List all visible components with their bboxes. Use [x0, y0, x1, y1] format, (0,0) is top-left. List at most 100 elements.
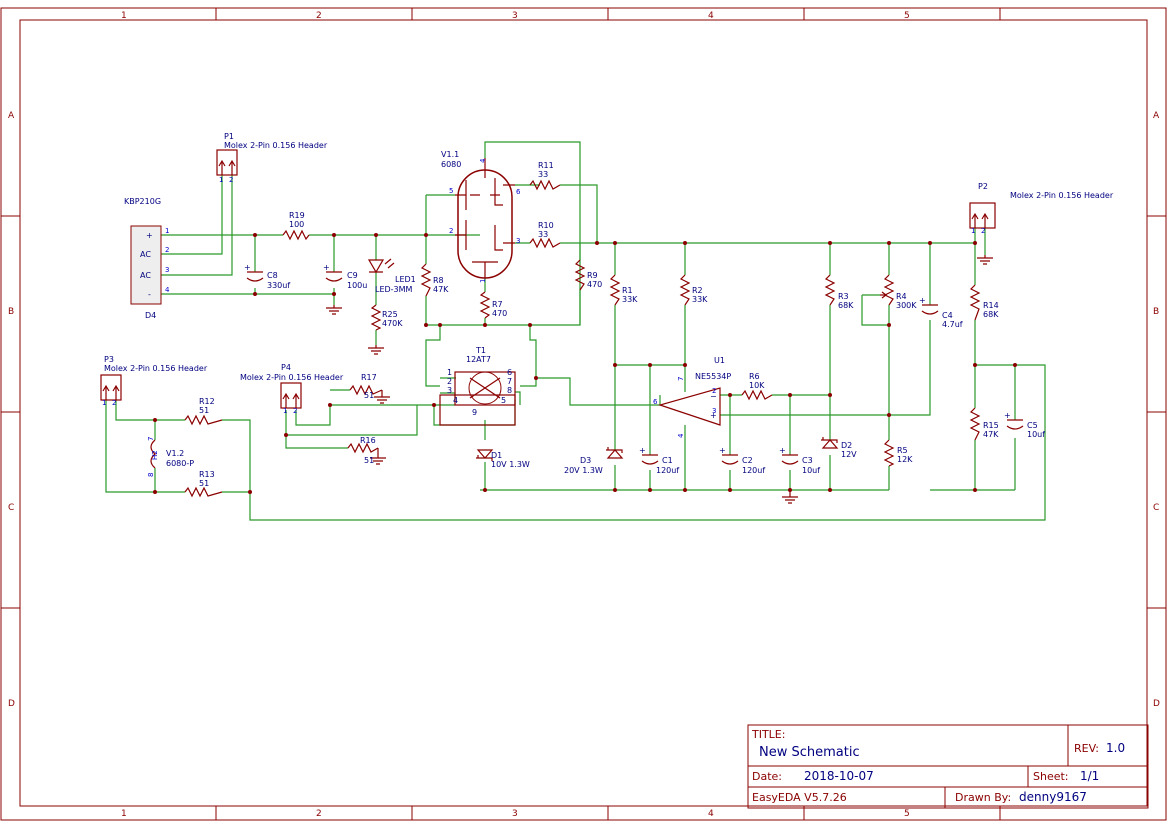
sheet-frame — [0, 7, 1167, 821]
resistor-r17: R17 51 — [349, 373, 383, 400]
date-label: Date: — [752, 770, 782, 783]
svg-text:+: + — [639, 446, 646, 455]
p3-pin-1: 1 — [102, 399, 106, 407]
zener-d1: D1 10V 1.3W — [476, 449, 530, 469]
v12-pin-8: 8 — [147, 473, 155, 477]
resistor-r8: R8 47K — [420, 263, 449, 297]
p2-pin-2: 2 — [981, 227, 985, 235]
zone-row-c: C — [8, 503, 14, 513]
r16-value: 51 — [364, 456, 374, 465]
capacitor-c9: + C9 100u — [323, 263, 367, 290]
led-led1: LED1 LED-3MM — [367, 258, 416, 294]
ground-symbols — [326, 255, 993, 504]
resistor-r14: R14 68K — [969, 284, 999, 321]
svg-text:+: + — [710, 411, 717, 420]
v11-pin-4: 4 — [479, 158, 487, 163]
svg-text:−: − — [710, 392, 717, 401]
capacitor-c2: + C2 120uf — [719, 446, 765, 475]
zener-d3: D3 20V 1.3W — [564, 447, 624, 475]
v12-ref: V1.2 — [166, 449, 184, 458]
svg-text:+: + — [919, 296, 926, 305]
r25-ref: R25 — [382, 310, 398, 319]
r7-value: 470 — [492, 309, 507, 318]
rev-label: REV: — [1074, 742, 1099, 755]
u1-pin-3: 3 — [712, 407, 716, 415]
t1-pin-8: 8 — [507, 386, 512, 395]
t1-pin-7: 7 — [507, 377, 512, 386]
resistor-r7: R7 470 — [479, 291, 507, 319]
resistor-r3: R3 68K — [824, 274, 854, 310]
p4-pin-2: 2 — [293, 407, 297, 415]
resistor-r16: R16 51 — [347, 436, 379, 465]
svg-text:+: + — [719, 446, 726, 455]
capacitor-c1: + C1 120uf — [639, 446, 679, 475]
r7-ref: R7 — [492, 300, 503, 309]
sheet-label: Sheet: — [1033, 770, 1069, 783]
t1-pin-6: 6 — [507, 368, 512, 377]
svg-text:+: + — [323, 263, 330, 272]
r13-value: 51 — [199, 479, 209, 488]
r3-ref: R3 — [838, 292, 849, 301]
r8-value: 47K — [433, 285, 449, 294]
c3-ref: C3 — [802, 456, 813, 465]
p1-pin-2: 2 — [229, 176, 233, 184]
resistor-r5: R5 12K — [883, 439, 913, 467]
d4-pin-minus: - — [148, 290, 151, 299]
c4-ref: C4 — [942, 311, 953, 320]
capacitor-c8: + C8 330uf — [244, 263, 290, 290]
r1-value: 33K — [622, 295, 638, 304]
r15-value: 47K — [983, 430, 999, 439]
r11-value: 33 — [538, 170, 548, 179]
resistor-r25: R25 470K — [370, 304, 403, 331]
zone-markers: 1 2 3 4 5 1 2 3 4 5 A B C D A B C D — [8, 11, 1160, 819]
u1-ref: U1 — [714, 356, 725, 365]
software-label: EasyEDA V5.7.26 — [752, 791, 847, 804]
d4-pinnum-2: 2 — [165, 246, 169, 254]
sheet-value: 1/1 — [1080, 769, 1099, 783]
v11-pin-5: 5 — [449, 187, 453, 195]
r8-ref: R8 — [433, 276, 444, 285]
p3-pin-2: 2 — [112, 399, 116, 407]
capacitor-c5: + C5 10uf — [1004, 411, 1045, 439]
capacitor-c3: + C3 10uf — [779, 446, 820, 475]
p1-ref: P1 — [224, 132, 234, 141]
opamp-u1: − + U1 NE5534P 6 2 3 7 4 — [653, 356, 731, 438]
connector-p4: P4 Molex 2-Pin 0.156 Header 1 2 — [240, 363, 344, 415]
u1-pin-4: 4 — [677, 433, 685, 438]
bridge-rectifier-d4: KBP210G D4 + AC AC - 1 2 3 4 — [124, 197, 170, 320]
resistor-r12: R12 51 — [184, 397, 223, 426]
resistor-r10: R10 33 — [529, 221, 561, 249]
led1-value: LED-3MM — [375, 285, 413, 294]
zone-col-1: 1 — [121, 11, 127, 21]
r16-ref: R16 — [360, 436, 376, 445]
zone-col-5-bottom: 5 — [904, 809, 910, 819]
svg-text:+: + — [1004, 411, 1011, 420]
d4-pin-ac2: AC — [140, 271, 151, 280]
svg-text:+: + — [244, 263, 251, 272]
p2-ref: P2 — [978, 182, 988, 191]
d3-value: 20V 1.3W — [564, 466, 603, 475]
d4-pinnum-3: 3 — [165, 266, 169, 274]
c4-value: 4.7uf — [942, 320, 963, 329]
r17-ref: R17 — [361, 373, 377, 382]
t1-ref: T1 — [475, 346, 486, 355]
drawn-by-value: denny9167 — [1019, 790, 1087, 804]
zone-row-c-right: C — [1153, 503, 1159, 513]
resistor-r13: R13 51 — [184, 470, 223, 498]
d1-value: 10V 1.3W — [491, 460, 530, 469]
c5-value: 10uf — [1027, 430, 1045, 439]
p2-pin-1: 1 — [971, 227, 975, 235]
v11-value: 6080 — [441, 160, 461, 169]
d2-value: 12V — [841, 450, 857, 459]
resistor-r11: R11 33 — [529, 161, 561, 191]
t1-pin-2: 2 — [447, 377, 452, 386]
resistor-r19: R19 100 — [282, 211, 310, 241]
r5-value: 12K — [897, 455, 913, 464]
title-block: TITLE: New Schematic REV: 1.0 Date: 2018… — [747, 724, 1149, 809]
svg-text:+: + — [779, 446, 786, 455]
zone-row-a-right: A — [1153, 111, 1160, 121]
c3-value: 10uf — [802, 466, 820, 475]
d2-ref: D2 — [841, 441, 852, 450]
connector-p3: P3 Molex 2-Pin 0.156 Header 1 2 — [100, 355, 208, 407]
d4-pinnum-1: 1 — [165, 227, 169, 235]
